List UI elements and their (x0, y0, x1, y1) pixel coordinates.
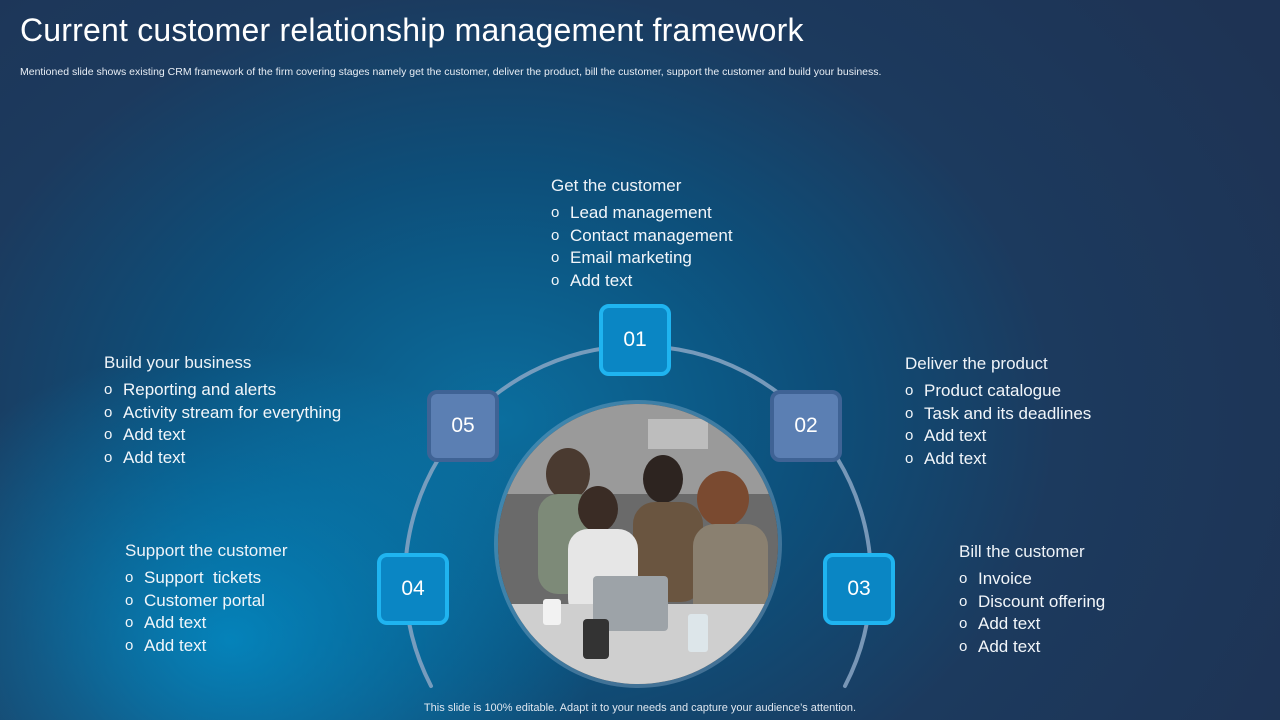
stage-heading: Deliver the product (905, 354, 1048, 373)
stage-badge-01: 01 (599, 304, 671, 376)
bullet-icon: o (905, 427, 914, 445)
bullet-icon: o (905, 449, 914, 467)
bullet-icon: o (905, 404, 914, 422)
stage-badge-04: 04 (377, 553, 449, 625)
stage-badge-03: 03 (823, 553, 895, 625)
stage-badge-05: 05 (427, 390, 499, 462)
bullet-icon: o (125, 591, 134, 609)
bullet-icon: o (551, 249, 560, 267)
bullet-icon: o (551, 226, 560, 244)
bullet-icon: o (125, 614, 134, 632)
bullet-icon: o (104, 403, 113, 421)
bullet-icon: o (104, 381, 113, 398)
slide-subtitle: Mentioned slide shows existing CRM frame… (20, 66, 882, 78)
stage-heading: Build your business (104, 353, 252, 372)
stage-heading: Get the customer (551, 176, 682, 195)
bullet-icon: o (905, 382, 914, 399)
bullet-icon: o (125, 636, 134, 654)
bullet-icon: o (104, 448, 113, 466)
bullet-icon: o (959, 570, 968, 587)
bullet-icon: o (551, 204, 560, 221)
bullet-icon: o (959, 615, 968, 633)
stage-heading: Bill the customer (959, 542, 1085, 561)
bullet-icon: o (551, 271, 560, 289)
stage-heading: Support the customer (125, 541, 288, 560)
slide-title: Current customer relationship management… (20, 12, 804, 48)
team-meeting-photo (498, 404, 778, 684)
stage-badge-02: 02 (770, 390, 842, 462)
bullet-icon: o (959, 637, 968, 655)
bullet-icon: o (125, 569, 134, 586)
bullet-icon: o (959, 592, 968, 610)
slide-footer: This slide is 100% editable. Adapt it to… (423, 702, 857, 714)
bullet-icon: o (104, 426, 113, 444)
